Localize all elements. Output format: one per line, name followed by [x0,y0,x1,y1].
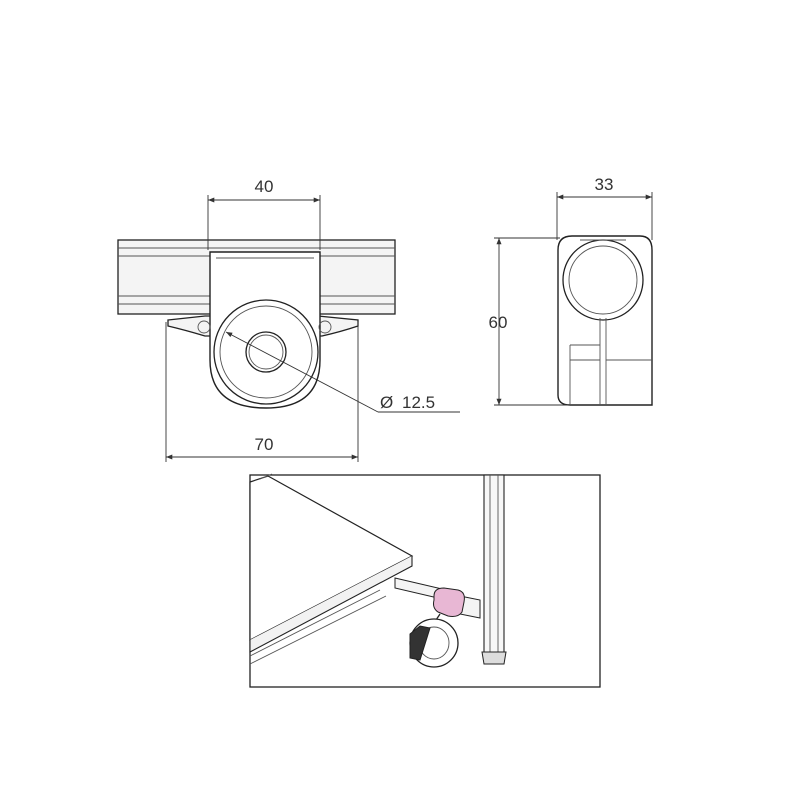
caster-wheel [409,613,459,668]
dimension-33: 33 [556,175,653,240]
side-connector [557,235,653,406]
dimension-70-label: 70 [255,435,274,454]
dimension-40-label: 40 [255,177,274,196]
dimension-33-label: 33 [595,175,614,194]
front-view: 40 70 Ø 12.5 [117,177,460,462]
dimension-60-label: 60 [489,313,508,332]
diameter-symbol: Ø [380,393,393,412]
vertical-post [481,474,507,665]
highlighted-connector [433,587,465,617]
dimension-70: 70 [165,322,359,462]
table-top [249,473,414,653]
connector-body [197,251,332,409]
dimension-60: 60 [489,237,570,406]
side-view: 33 60 [489,175,653,406]
dimension-40: 40 [207,177,321,250]
diameter-leader: Ø 12.5 [225,331,460,413]
diameter-label: 12.5 [402,393,435,412]
application-illustration [249,473,601,688]
